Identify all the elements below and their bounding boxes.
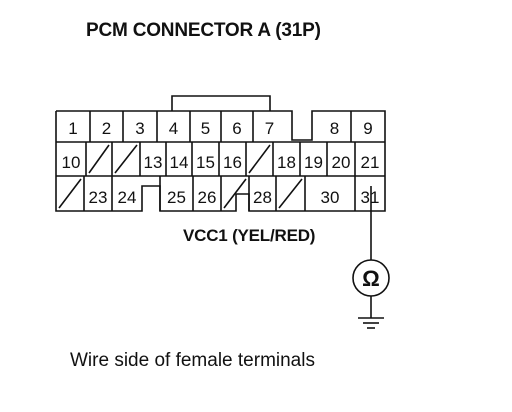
terminal-5-label: 5	[201, 119, 210, 138]
terminal-31-label: 31	[361, 188, 380, 207]
terminal-10-label: 10	[62, 153, 81, 172]
terminal-9-label: 9	[363, 119, 372, 138]
terminal-side-caption: Wire side of female terminals	[70, 350, 315, 371]
terminal-16-label: 16	[223, 153, 242, 172]
terminal-24-label: 24	[118, 188, 137, 207]
unused-terminal-slash	[58, 178, 82, 209]
terminal-30-label: 30	[321, 188, 340, 207]
terminal-28-label: 28	[253, 188, 272, 207]
unused-terminal-slash	[88, 144, 110, 174]
terminal-19-label: 19	[304, 153, 323, 172]
terminal-15-label: 15	[196, 153, 215, 172]
terminal-3-label: 3	[135, 119, 144, 138]
unused-terminal-slash	[278, 178, 303, 209]
terminal-18-label: 18	[277, 153, 296, 172]
unused-terminal-slash	[114, 144, 138, 174]
diagram-title: PCM CONNECTOR A (31P)	[86, 20, 321, 41]
terminal-1-label: 1	[68, 119, 77, 138]
terminal-7-label: 7	[265, 119, 274, 138]
terminal-21-label: 21	[361, 153, 380, 172]
ohm-symbol: Ω	[362, 266, 380, 291]
terminal-23-label: 23	[89, 188, 108, 207]
unused-terminal-slash	[248, 144, 271, 174]
terminal-6-label: 6	[232, 119, 241, 138]
terminal-20-label: 20	[332, 153, 351, 172]
connector-key-tab	[171, 95, 271, 111]
unused-terminal-slash	[223, 178, 247, 209]
terminal-8-label: 8	[330, 119, 339, 138]
terminal-13-label: 13	[144, 153, 163, 172]
terminal-4-label: 4	[169, 119, 178, 138]
terminal-26-label: 26	[198, 188, 217, 207]
wire-label: VCC1 (YEL/RED)	[183, 226, 316, 245]
terminal-14-label: 14	[170, 153, 189, 172]
terminal-2-label: 2	[102, 119, 111, 138]
terminal-25-label: 25	[167, 188, 186, 207]
